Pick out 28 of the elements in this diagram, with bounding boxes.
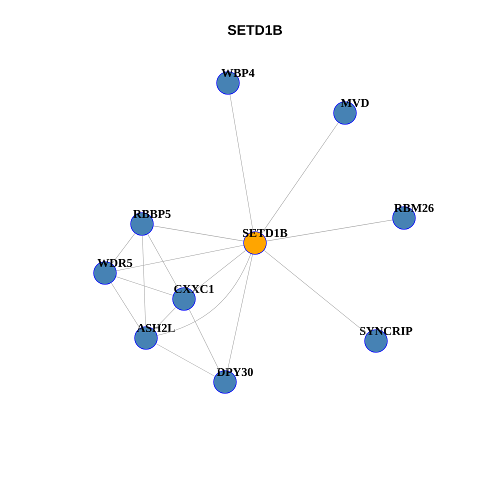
edge-line <box>156 343 216 377</box>
node-label: CXXC1 <box>174 284 214 294</box>
edge-line <box>147 234 179 290</box>
edge-line <box>261 122 339 234</box>
node-label: WBP4 <box>222 68 254 78</box>
edge-line <box>154 307 176 330</box>
edge-line <box>110 282 140 328</box>
node-label: DPY30 <box>216 368 253 376</box>
edge-line <box>112 233 136 264</box>
edge-line <box>116 245 244 271</box>
edge-line <box>227 254 253 371</box>
title: SETD1B <box>228 25 282 35</box>
node-label: RBM26 <box>394 204 434 212</box>
edge-line <box>230 94 254 232</box>
edge-line <box>264 250 368 334</box>
edge-line <box>153 226 244 242</box>
node-label: ASH2L <box>136 324 175 332</box>
edge-line <box>142 235 146 327</box>
edge-line <box>188 309 220 372</box>
edge-line <box>266 220 393 242</box>
edge-line <box>192 250 246 292</box>
node-label: RBBP5 <box>133 210 171 218</box>
node-label: MVD <box>340 98 369 108</box>
edge-line <box>116 276 174 296</box>
node-label: SYNCRIP <box>360 326 412 336</box>
node-label: SETD1B <box>242 228 288 238</box>
node-label: WDR5 <box>98 258 132 268</box>
edge-line <box>157 254 252 336</box>
